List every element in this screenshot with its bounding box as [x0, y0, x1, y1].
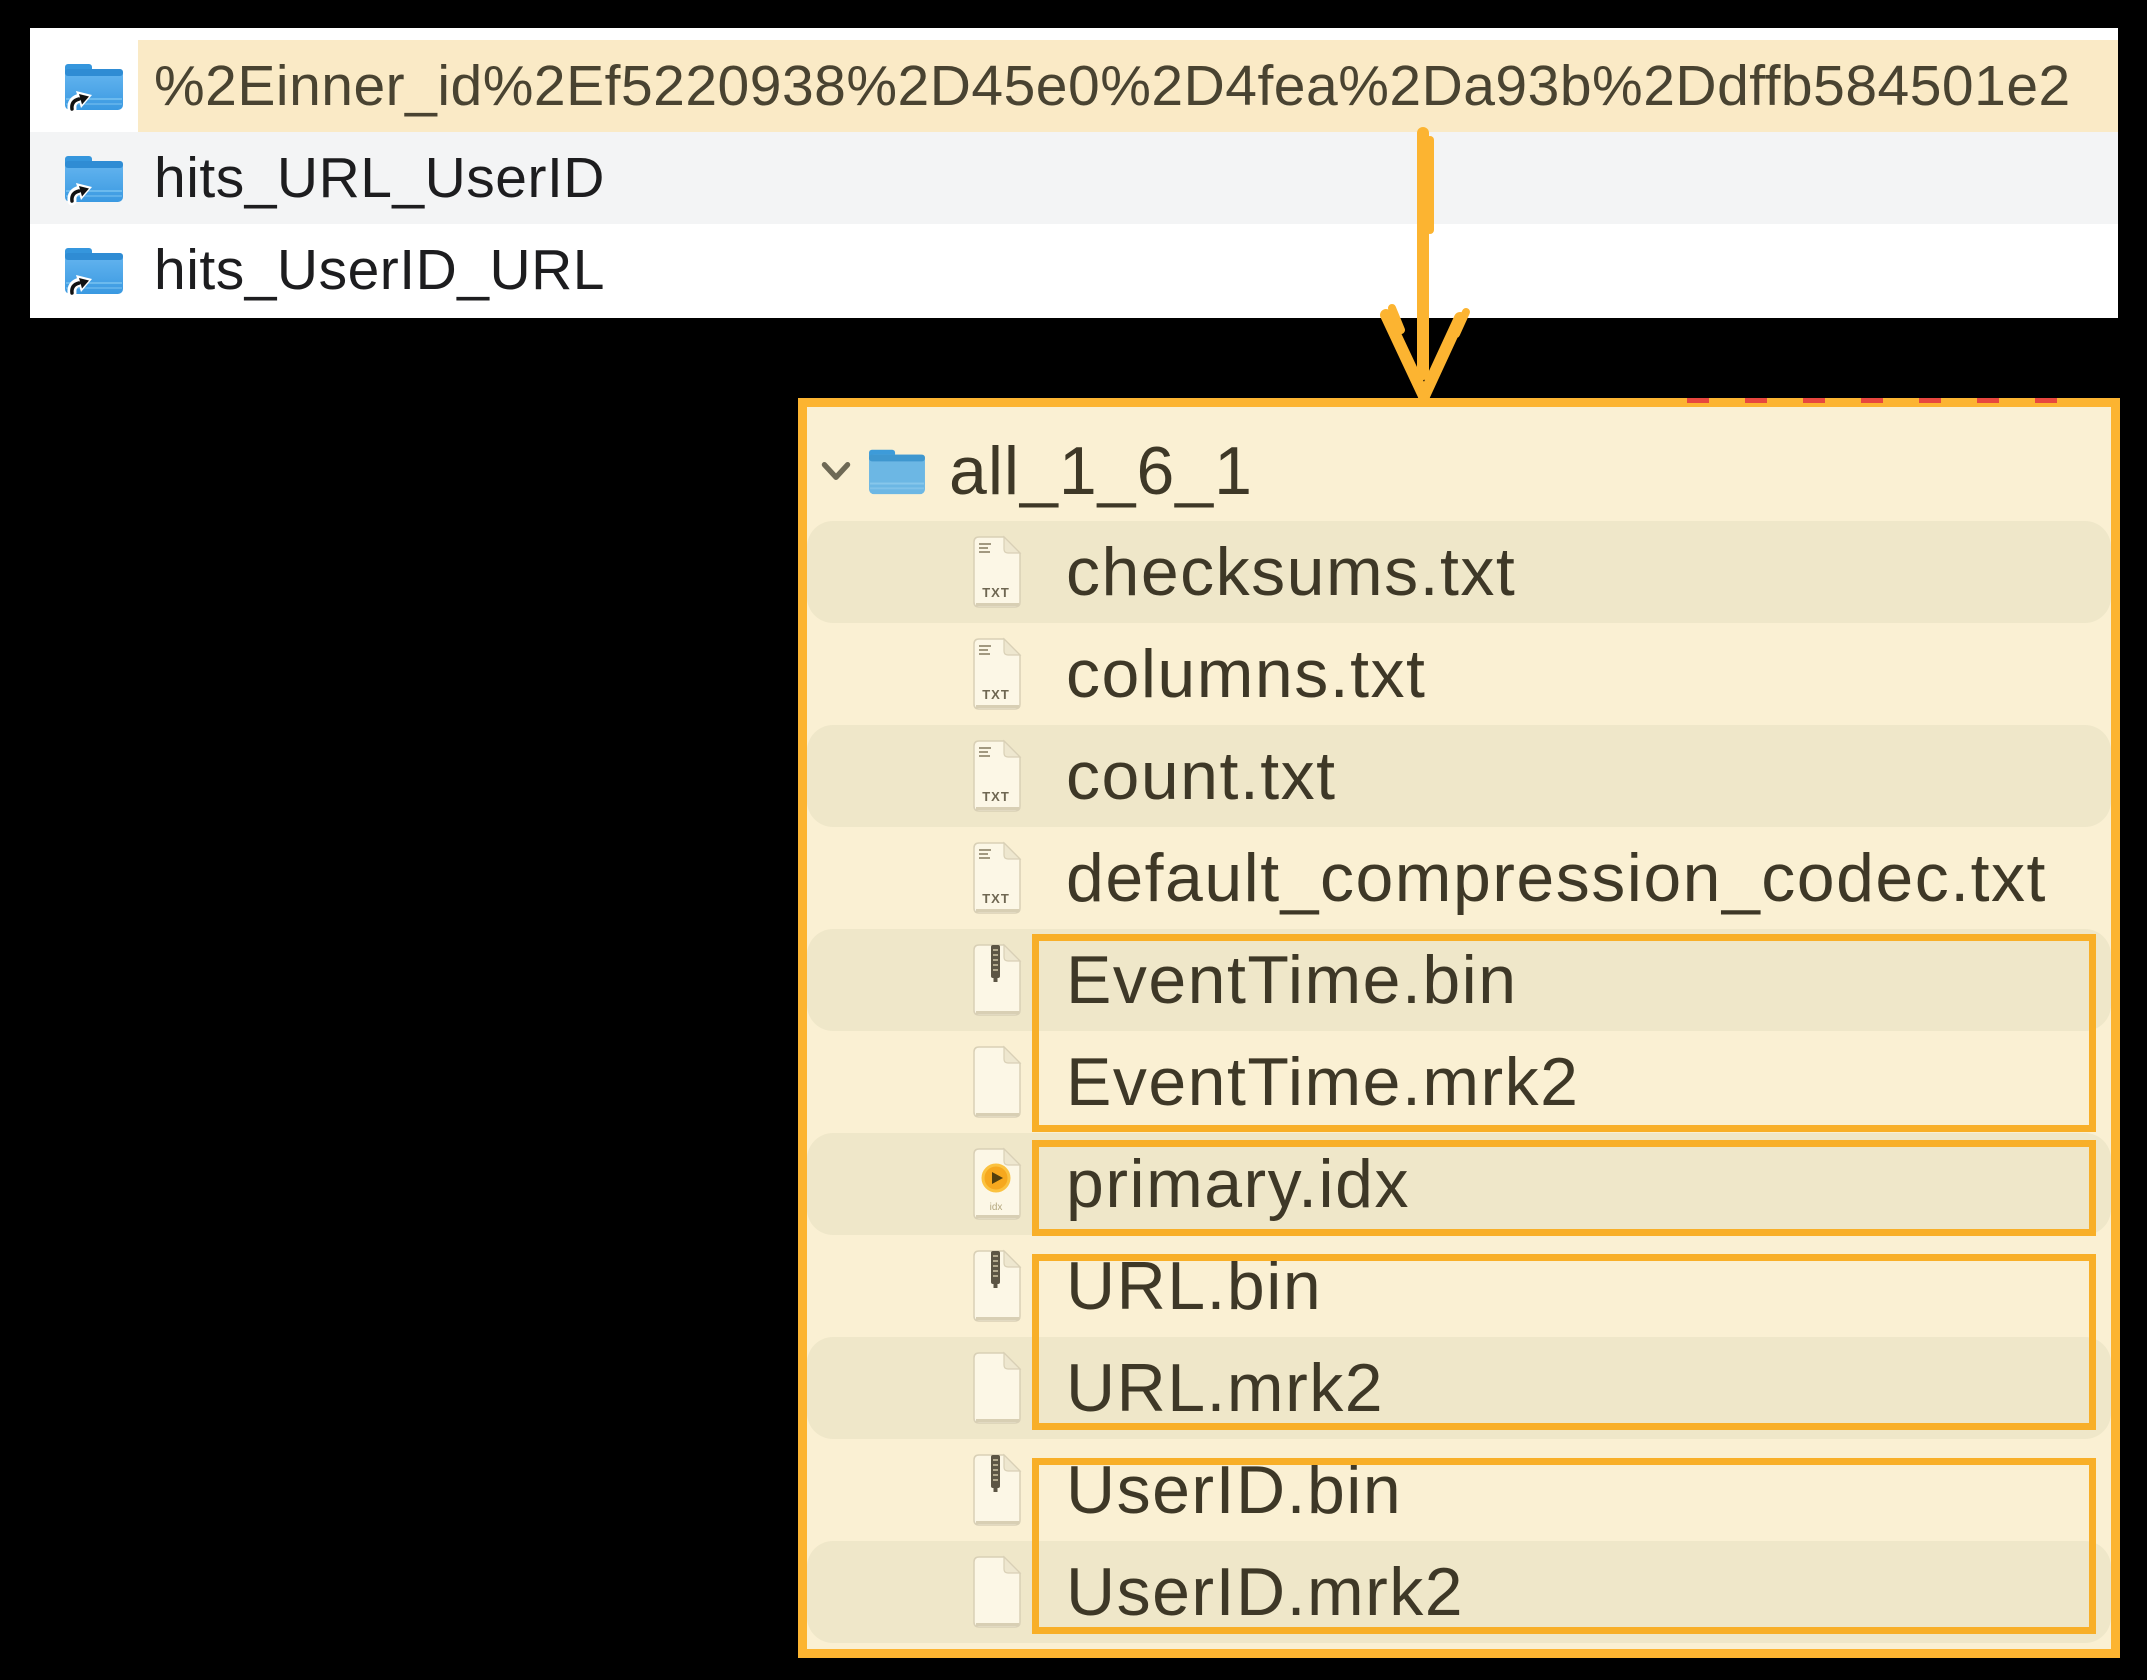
list-item-inner-id-folder[interactable]: %2Einner_id%2Ef5220938%2D45e0%2D4fea%2Da… [30, 40, 2118, 132]
finder-list-panel: %2Einner_id%2Ef5220938%2D45e0%2D4fea%2Da… [30, 28, 2118, 318]
annotation-box-eventtime [1032, 934, 2096, 1132]
bin-file-icon [968, 1248, 1026, 1324]
file-row[interactable]: idx primary.idx [807, 1133, 2111, 1235]
file-row[interactable]: TXT default_compression_codec.txt [807, 827, 2111, 929]
red-artifact-dashes [1687, 398, 2087, 403]
file-name: EventTime.mrk2 [1066, 1044, 1580, 1120]
list-item-hits-url-userid[interactable]: hits_URL_UserID [30, 132, 2118, 224]
txt-file-icon: TXT [968, 534, 1026, 610]
file-row[interactable]: TXT checksums.txt [807, 521, 2111, 623]
file-row[interactable]: TXT columns.txt [807, 623, 2111, 725]
mrk-file-icon [968, 1044, 1026, 1120]
selection-highlight [138, 40, 2118, 132]
file-name: URL.mrk2 [1066, 1350, 1385, 1426]
file-row[interactable]: EventTime.bin [807, 929, 2111, 1031]
file-row[interactable]: UserID.mrk2 [807, 1541, 2111, 1643]
folder-name: hits_UserID_URL [154, 238, 605, 302]
mrk-file-icon [968, 1554, 1026, 1630]
file-name: EventTime.bin [1066, 942, 1518, 1018]
file-name: primary.idx [1066, 1146, 1410, 1222]
annotation-box-primary-idx [1032, 1140, 2096, 1236]
file-row[interactable]: URL.mrk2 [807, 1337, 2111, 1439]
folder-name: hits_URL_UserID [154, 146, 605, 210]
annotation-arrow-down-icon [1380, 127, 1470, 402]
mrk-file-icon [968, 1350, 1026, 1426]
txt-file-icon: TXT [968, 636, 1026, 712]
file-name: columns.txt [1066, 636, 1427, 712]
file-name: UserID.mrk2 [1066, 1554, 1465, 1630]
txt-file-icon: TXT [968, 840, 1026, 916]
file-row[interactable]: EventTime.mrk2 [807, 1031, 2111, 1133]
chevron-down-icon[interactable] [817, 452, 855, 490]
annotation-box-url [1032, 1254, 2096, 1430]
file-name: default_compression_codec.txt [1066, 840, 2047, 916]
svg-text:TXT: TXT [982, 585, 1010, 600]
svg-text:TXT: TXT [982, 789, 1010, 804]
svg-text:idx: idx [990, 1202, 1003, 1213]
idx-file-icon: idx [968, 1146, 1026, 1222]
list-item-hits-userid-url[interactable]: hits_UserID_URL [30, 224, 2118, 316]
file-name: checksums.txt [1066, 534, 1517, 610]
svg-text:TXT: TXT [982, 687, 1010, 702]
svg-text:TXT: TXT [982, 891, 1010, 906]
part-directory-panel: all_1_6_1 TXT checksums.txt [798, 398, 2120, 1658]
annotation-box-userid [1032, 1458, 2096, 1634]
bin-file-icon [968, 942, 1026, 1018]
alias-folder-icon [62, 58, 126, 114]
tree-root-row[interactable]: all_1_6_1 [807, 421, 2111, 521]
part-folder-name: all_1_6_1 [949, 433, 1253, 509]
folder-icon [865, 444, 929, 498]
alias-folder-icon [62, 242, 126, 298]
alias-folder-icon [62, 150, 126, 206]
folder-name: %2Einner_id%2Ef5220938%2D45e0%2D4fea%2Da… [154, 54, 2071, 118]
txt-file-icon: TXT [968, 738, 1026, 814]
bin-file-icon [968, 1452, 1026, 1528]
file-name: count.txt [1066, 738, 1337, 814]
file-row[interactable]: TXT count.txt [807, 725, 2111, 827]
